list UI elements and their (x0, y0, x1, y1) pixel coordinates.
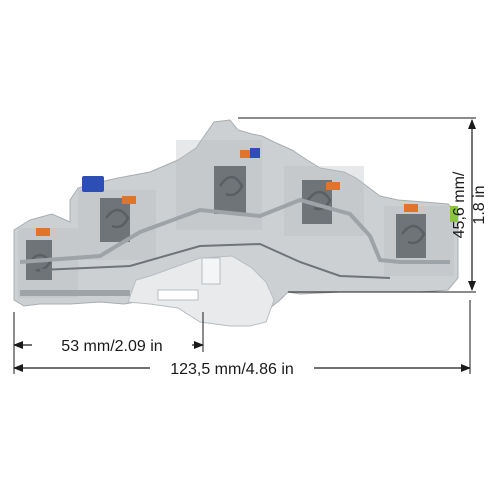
level-5-lever (404, 204, 418, 212)
dimension-annotations: 53 mm/2.09 in 123,5 mm/4.86 in 45,6 mm/ … (13, 117, 488, 378)
level-5-clamp-spring (401, 224, 426, 245)
terminal-block (13, 119, 459, 327)
dim-label-total: 123,5 mm/4.86 in (170, 361, 294, 378)
level-5-green-marker (450, 206, 458, 222)
mounting-foot (127, 255, 275, 327)
dim-label-height-line2: 1.8 in (471, 185, 488, 224)
level-2-section (78, 176, 156, 260)
level-3-lever (240, 150, 254, 158)
level-4-clamp-spring (307, 190, 332, 211)
level-2-lever (122, 196, 136, 204)
level-2-window (100, 198, 130, 242)
internal-busbar (19, 197, 450, 264)
level-2-blue-marker (82, 176, 104, 192)
level-3-window (214, 166, 246, 214)
dim-label-partial: 53 mm/2.09 in (61, 338, 162, 355)
level-2-clamp-spring (105, 208, 130, 229)
level-3-blue-accent (250, 148, 260, 158)
dim-label-height-line1: 45,6 mm/ (451, 171, 468, 238)
level-5-section (384, 204, 458, 276)
internal-busbar-lower (39, 242, 391, 279)
foot-clip (201, 257, 221, 285)
level-3-clamp-spring (218, 175, 244, 197)
foot-slot (157, 289, 199, 301)
level-4-lever (326, 182, 340, 190)
level-1-lever (36, 228, 50, 236)
level-5-window (396, 214, 426, 258)
